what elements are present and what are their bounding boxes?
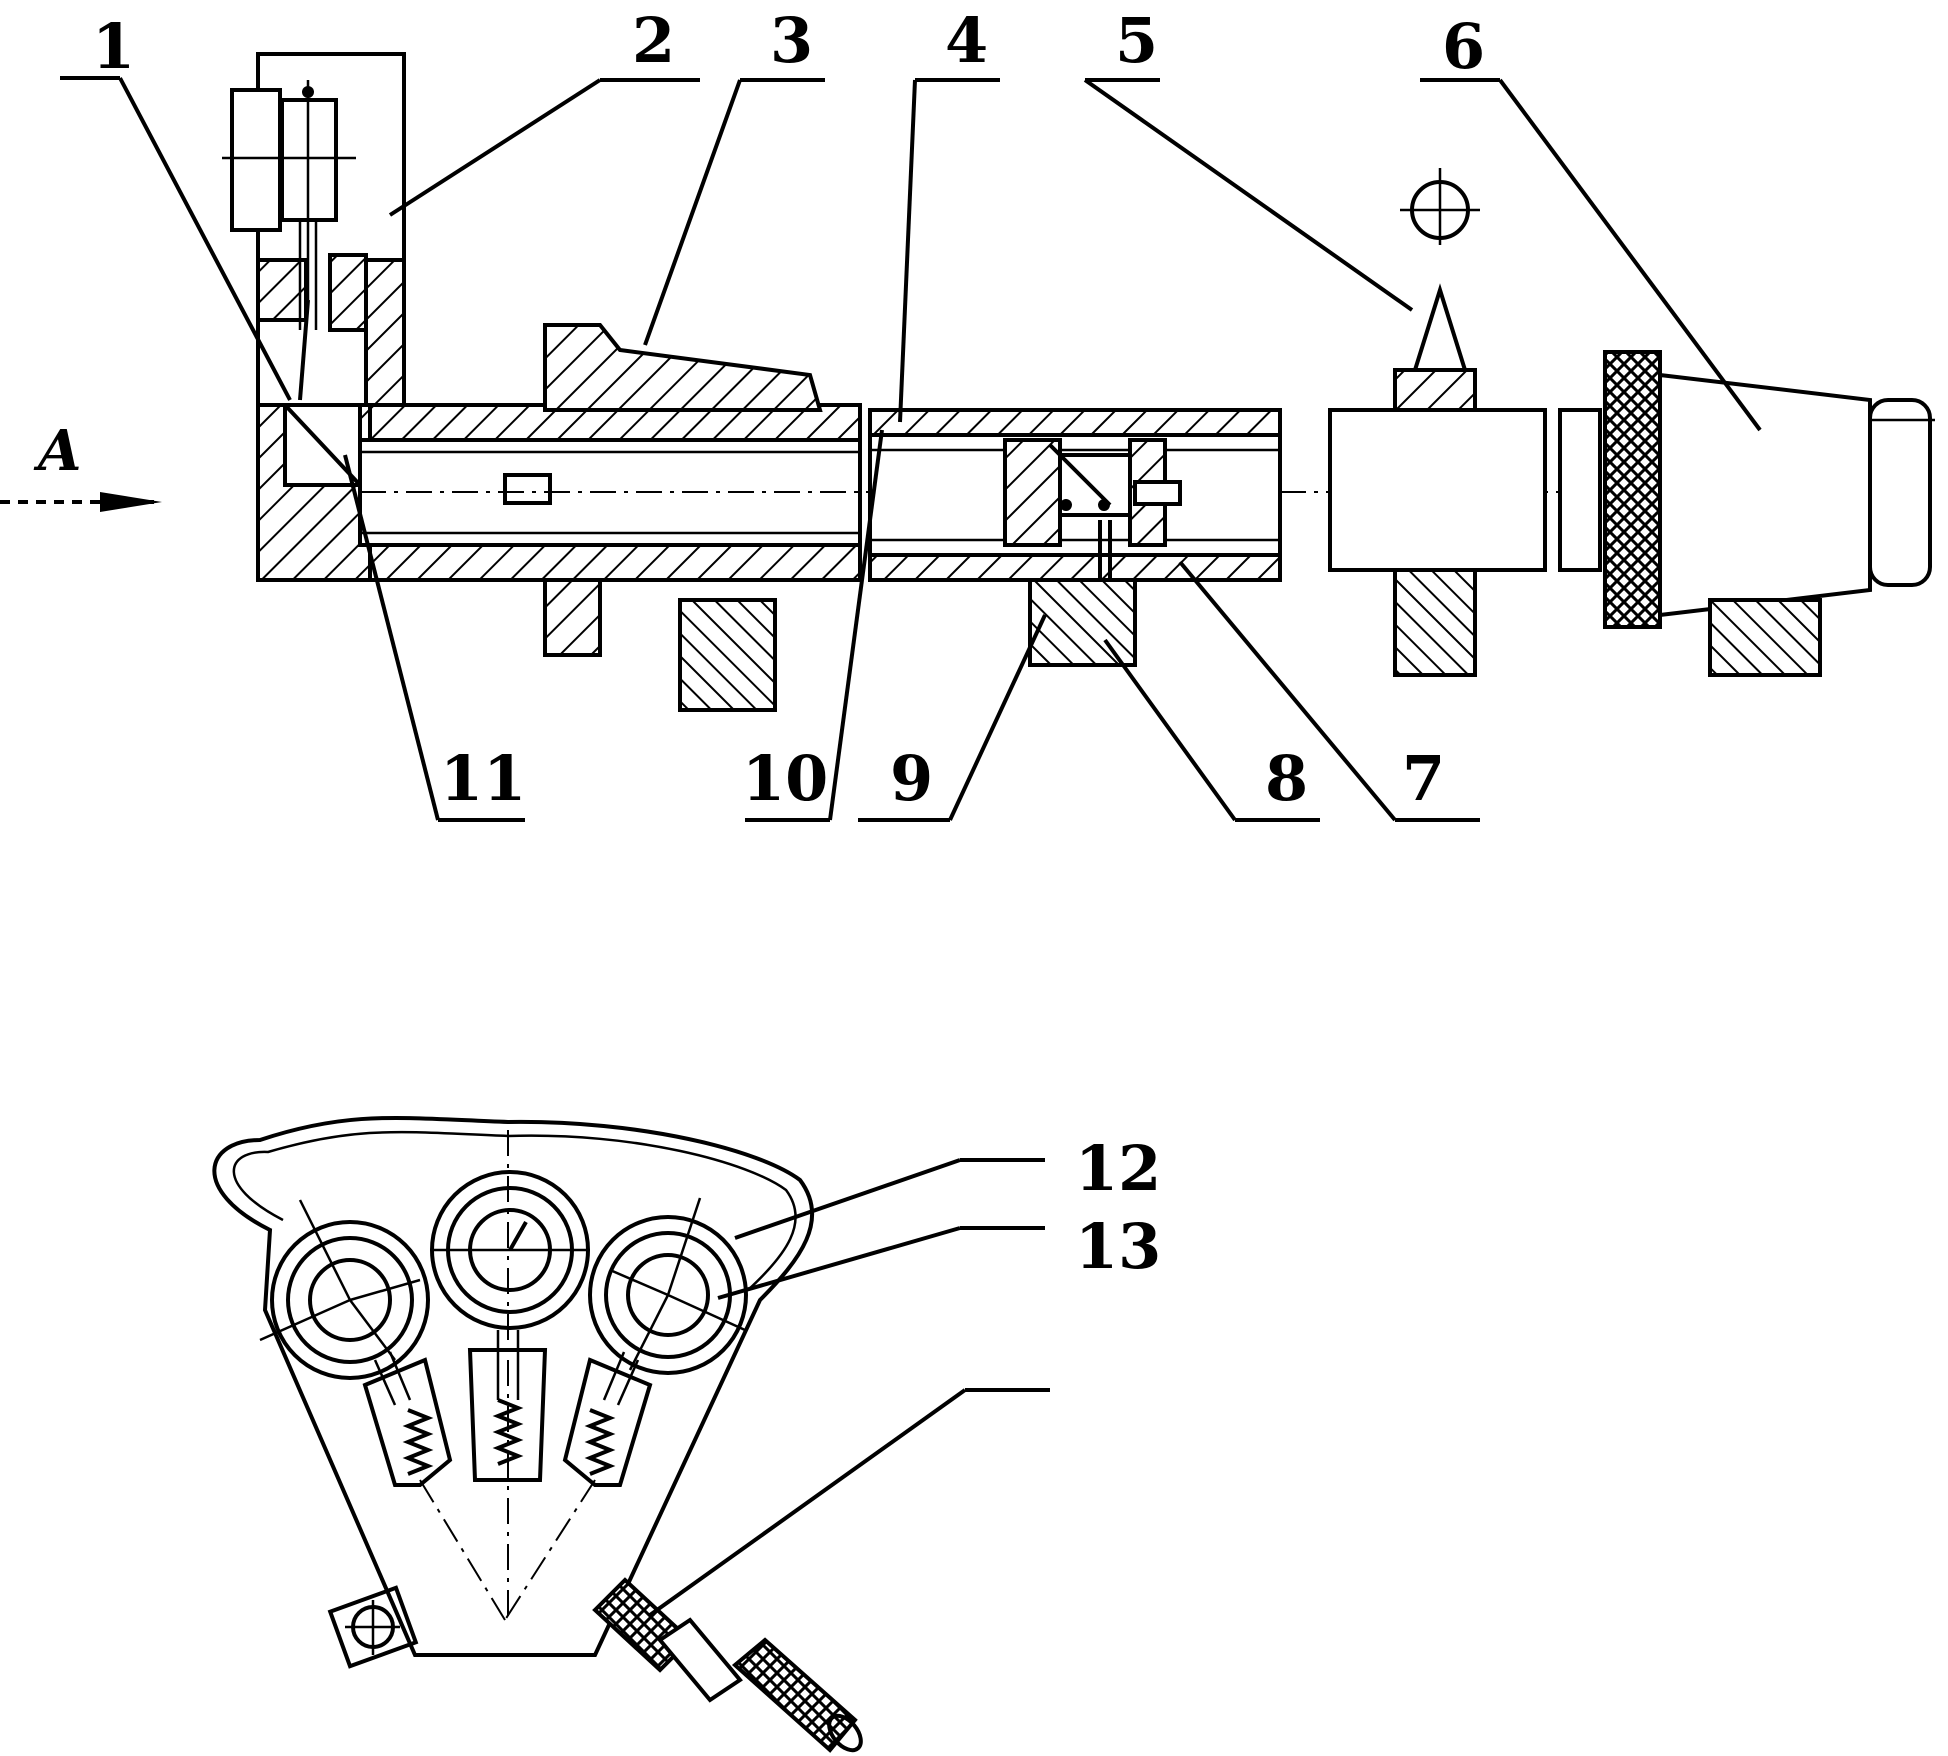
label-4: 4: [945, 4, 988, 77]
label-5: 5: [1115, 4, 1158, 77]
dial-center: [430, 1170, 590, 1330]
side-mount: [327, 1585, 419, 1669]
label-10: 10: [742, 742, 828, 815]
label-7: 7: [1402, 742, 1445, 815]
spring-housings: [362, 1330, 653, 1621]
inner-tube: [358, 438, 1600, 547]
dial-left: [259, 1199, 430, 1380]
leader-lines-lower: [648, 1158, 1050, 1617]
sectional-view: 1 2 3 4 5 6 A 11 10 9 8 7: [0, 4, 1935, 822]
view-arrow-a: [0, 492, 162, 512]
rod: [1328, 408, 1602, 572]
label-3: 3: [770, 4, 813, 77]
knurled-handle: [592, 1577, 863, 1753]
label-12: 12: [1075, 1132, 1161, 1205]
clamp: [1393, 168, 1480, 677]
housing-bracket: [222, 52, 406, 412]
end-view: 12 13: [212, 1115, 1161, 1753]
label-1: 1: [92, 10, 135, 83]
leader-lines-upper: [60, 76, 1762, 822]
label-a: A: [33, 418, 81, 484]
taper-cone: [543, 323, 823, 712]
label-11: 11: [440, 742, 526, 815]
label-6: 6: [1442, 10, 1485, 83]
label-9: 9: [890, 742, 933, 815]
label-8: 8: [1265, 742, 1308, 815]
knurled-nut-end-cap: [1603, 350, 1935, 677]
label-13: 13: [1075, 1210, 1161, 1283]
label-2: 2: [632, 4, 675, 77]
dial-right: [588, 1197, 748, 1375]
